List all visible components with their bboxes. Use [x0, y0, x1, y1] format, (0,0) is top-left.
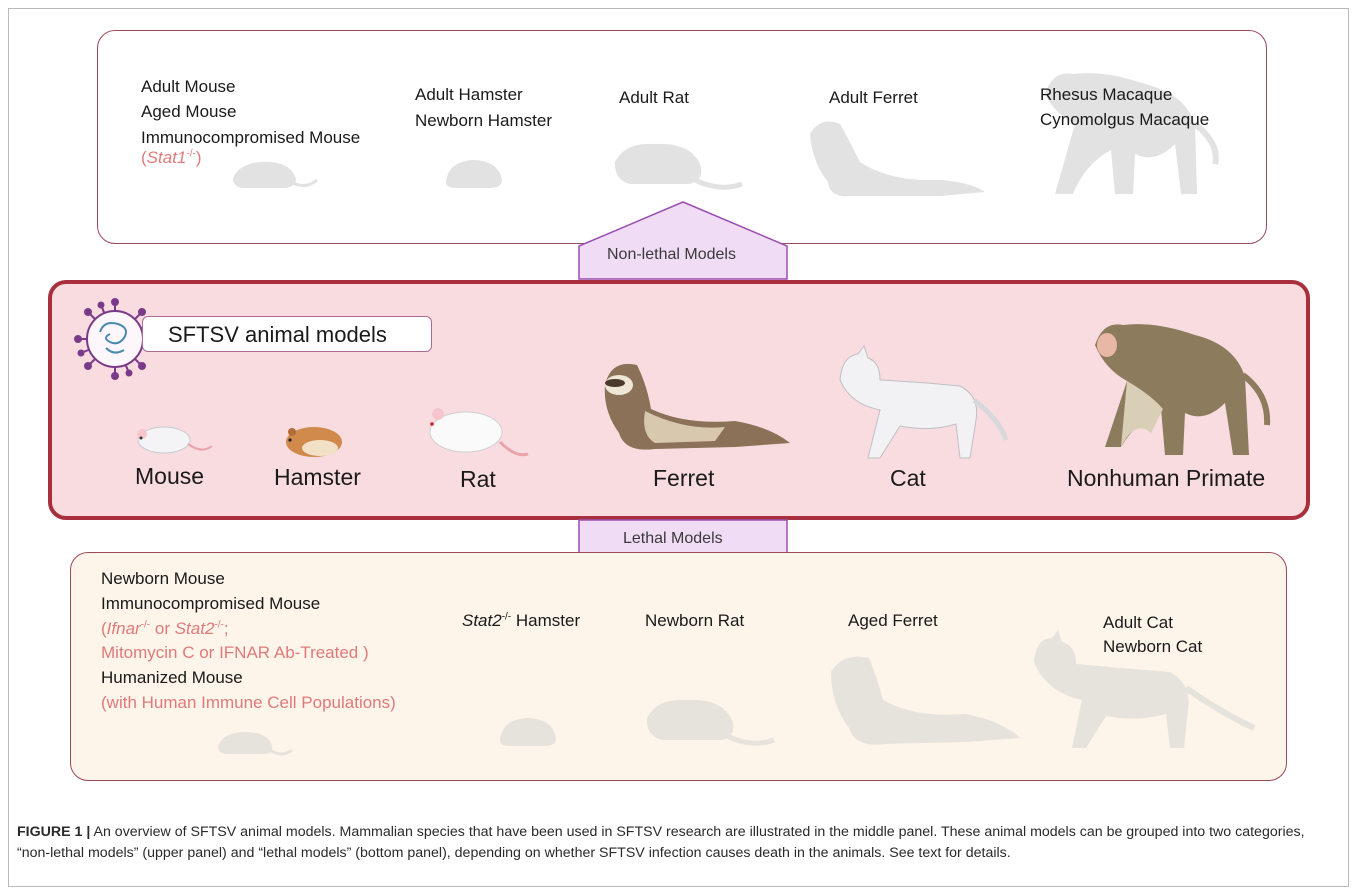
- adult-hamster-label: Adult Hamster: [415, 83, 523, 107]
- mouse-silhouette-top: [225, 150, 320, 200]
- ifnar-stat2-label: (Ifnar-/- or Stat2-/-;: [101, 617, 229, 641]
- rhesus-macaque-label: Rhesus Macaque: [1040, 83, 1172, 107]
- adult-cat-label: Adult Cat: [1103, 611, 1173, 635]
- cat-illustration: [820, 340, 1010, 462]
- newborn-hamster-label: Newborn Hamster: [415, 109, 552, 133]
- mouse-illustration: [132, 418, 214, 462]
- newborn-mouse-label: Newborn Mouse: [101, 567, 225, 591]
- stat2-hamster-gene: Stat2: [462, 611, 502, 630]
- or-text: or: [150, 619, 175, 638]
- hamster-silhouette-bottom: [494, 710, 560, 750]
- stat2-superscript: -/-: [214, 619, 223, 630]
- figure-caption: FIGURE 1 | An overview of SFTSV animal m…: [17, 822, 1339, 864]
- humanized-mouse-label: Humanized Mouse: [101, 666, 243, 690]
- adult-ferret-label: Adult Ferret: [829, 86, 918, 110]
- rat-silhouette-bottom: [642, 690, 777, 754]
- macaque-illustration: [1055, 315, 1280, 463]
- stat2-hamster-label: Stat2-/- Hamster: [462, 609, 580, 633]
- stat1-superscript: -/-: [186, 148, 195, 159]
- aged-mouse-label: Aged Mouse: [141, 100, 236, 124]
- non-lethal-arrow: [576, 200, 790, 282]
- immunocompromised-mouse-bottom-label: Immunocompromised Mouse: [101, 592, 320, 616]
- sftsv-badge-label: SFTSV animal models: [168, 322, 387, 348]
- adult-rat-label: Adult Rat: [619, 86, 689, 110]
- lethal-models-label: Lethal Models: [623, 530, 723, 548]
- figure-caption-text: An overview of SFTSV animal models. Mamm…: [17, 824, 1305, 861]
- stat1-close-paren: ): [196, 148, 202, 167]
- mouse-silhouette-bottom: [212, 722, 294, 762]
- ifnar-gene: Ifnar: [107, 619, 141, 638]
- hamster-silhouette-top: [440, 152, 510, 194]
- newborn-rat-label: Newborn Rat: [645, 609, 744, 633]
- semicolon: ;: [224, 619, 229, 638]
- figure-caption-label: FIGURE 1 |: [17, 824, 90, 840]
- rat-silhouette-top: [610, 134, 745, 198]
- mouse-label: Mouse: [135, 463, 204, 490]
- ferret-silhouette-bottom: [815, 648, 1025, 752]
- non-lethal-models-label: Non-lethal Models: [607, 246, 736, 264]
- rat-label: Rat: [460, 466, 496, 493]
- newborn-cat-label: Newborn Cat: [1103, 635, 1202, 659]
- human-immune-cell-label: (with Human Immune Cell Populations): [101, 691, 396, 715]
- ifnar-superscript: -/-: [141, 619, 150, 630]
- ferret-silhouette-top: [790, 112, 990, 204]
- stat1-gene: Stat1: [147, 148, 187, 167]
- hamster-label: Hamster: [274, 464, 361, 491]
- rat-illustration: [420, 400, 530, 468]
- cat-label: Cat: [890, 465, 926, 492]
- stat2-hamster-superscript: -/-: [502, 611, 511, 622]
- mitomycin-label: Mitomycin C or IFNAR Ab-Treated ): [101, 641, 369, 665]
- stat2-hamster-word: Hamster: [511, 611, 580, 630]
- nonhuman-primate-label: Nonhuman Primate: [1067, 465, 1265, 492]
- ferret-label: Ferret: [653, 465, 714, 492]
- hamster-illustration: [280, 420, 348, 460]
- ferret-illustration: [585, 355, 795, 463]
- cynomolgus-macaque-label: Cynomolgus Macaque: [1040, 108, 1209, 132]
- adult-mouse-label: Adult Mouse: [141, 75, 236, 99]
- stat2-gene: Stat2: [175, 619, 215, 638]
- aged-ferret-label: Aged Ferret: [848, 609, 938, 633]
- stat1-label: (Stat1-/-): [141, 146, 202, 170]
